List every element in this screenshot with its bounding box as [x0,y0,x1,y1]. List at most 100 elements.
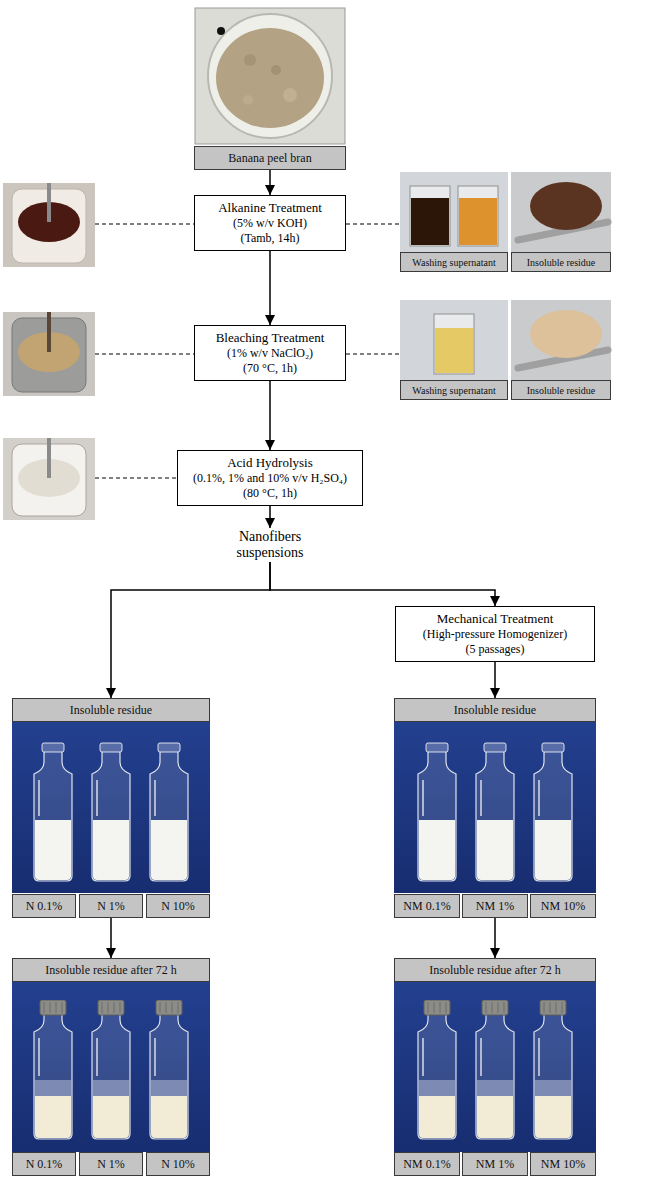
process-box: Acid Hydrolysis(0.1%, 1% and 10% v/v H₂S… [177,450,363,506]
sample-label: N 0.1% [12,1152,76,1176]
capped-vial [150,1000,188,1139]
node-heading: Acid Hydrolysis [184,455,356,471]
acid-photo [3,438,95,520]
image-label: Insoluble residue [511,380,611,400]
sample-label: NM 0.1% [394,894,460,918]
process-box: Mechanical Treatment(High-pressure Homog… [395,606,595,662]
vial [476,743,514,881]
photo-ground [12,722,210,893]
node-detail: (5 passages) [402,642,588,657]
image-label: Washing supernatant [400,380,508,400]
node-heading: N 0.1% [26,1157,63,1172]
capped-vial [92,1000,130,1139]
photo-ground [394,722,596,893]
tan-residue [530,310,602,358]
residue-photo [511,172,611,252]
node-detail: (80 °C, 1h) [184,486,356,501]
flow-arrow [494,918,496,958]
node-heading: NM 10% [541,899,585,914]
flow-arrow [110,918,112,958]
node-heading: N 0.1% [26,899,63,914]
vial [418,743,456,881]
vial [150,743,188,881]
brown-residue [530,182,602,230]
node-heading: Alkanine Treatment [201,200,339,216]
photo-ground [400,172,508,252]
capped-vial [418,1000,456,1139]
node-heading: N 10% [161,1157,195,1172]
flow-arrow [494,662,496,698]
photo-ground [12,982,210,1152]
dashed-leaders [95,224,400,478]
node-heading: NM 0.1% [403,899,450,914]
flow-arrow [270,562,495,606]
stirrer [47,438,51,478]
petri-dish [208,14,332,138]
vial [92,743,130,881]
beaker [434,314,474,374]
node-heading: Nanofibers suspensions [222,529,318,561]
dashed-leader [95,354,194,355]
capped-vial [476,1000,514,1139]
capped-vial [534,1000,572,1139]
sample-label: N 10% [146,894,210,918]
node-heading: NM 10% [541,1157,585,1172]
node-heading: NM 1% [476,1157,514,1172]
supernatant-photo [400,172,508,252]
flow-arrow [269,170,271,195]
node-detail: (1% w/v NaClO₂) [201,346,339,361]
node-detail: (High-pressure Homogenizer) [402,627,588,642]
photo-ground [195,8,345,144]
flow-text: Nanofibers suspensions [220,528,320,562]
vials-photo [394,722,596,893]
sample-label: NM 10% [530,894,596,918]
node-heading: Bleaching Treatment [201,330,339,346]
flow-arrow [111,562,270,698]
node-detail: (0.1%, 1% and 10% v/v H₂SO₄) [184,471,356,486]
node-heading: Banana peel bran [228,151,311,166]
image-label: Insoluble residue [511,252,611,272]
sample-label: NM 1% [462,894,528,918]
residue-photo [511,300,611,380]
sample-label: NM 10% [530,1152,596,1176]
sample-label: N 1% [79,894,143,918]
image-label: Banana peel bran [194,146,346,170]
photo-ground [3,438,95,520]
bran-photo [195,8,345,144]
orange-supernatant [459,198,497,245]
dark-supernatant [411,198,449,245]
node-heading: NM 0.1% [403,1157,450,1172]
node-heading: Insoluble residue after 72 h [429,963,560,978]
node-heading: N 1% [97,1157,125,1172]
header-label: Insoluble residue after 72 h [394,958,596,982]
bran-powder [216,28,324,128]
dashed-leader [95,224,194,225]
header-label: Insoluble residue [12,698,210,722]
dashed-leader [346,354,400,355]
bran-texture [283,88,297,102]
photo-ground [394,982,596,1152]
node-heading: Insoluble residue [454,703,536,718]
marker-dot [217,27,225,35]
node-detail: (70 °C, 1h) [201,361,339,376]
sample-label: NM 0.1% [394,1152,460,1176]
process-box: Alkanine Treatment(5% w/v KOH)(Tamb, 14h… [194,195,346,251]
supernatant-photo [400,300,508,380]
node-heading: NM 1% [476,899,514,914]
dashed-leader [95,478,177,479]
flow-arrow [269,381,271,450]
vial [534,743,572,881]
stirrer [47,312,51,352]
dashed-leader [346,224,400,225]
process-box: Bleaching Treatment(1% w/v NaClO₂)(70 °C… [194,325,346,381]
node-heading: Insoluble residue after 72 h [45,963,176,978]
sample-label: N 10% [146,1152,210,1176]
node-detail: (5% w/v KOH) [201,216,339,231]
flow-arrow [269,506,271,528]
yellow-supernatant [435,328,473,373]
node-heading: Insoluble residue [527,384,596,397]
photo-ground [511,172,611,252]
photo-ground [511,300,611,380]
sample-label: NM 1% [462,1152,528,1176]
